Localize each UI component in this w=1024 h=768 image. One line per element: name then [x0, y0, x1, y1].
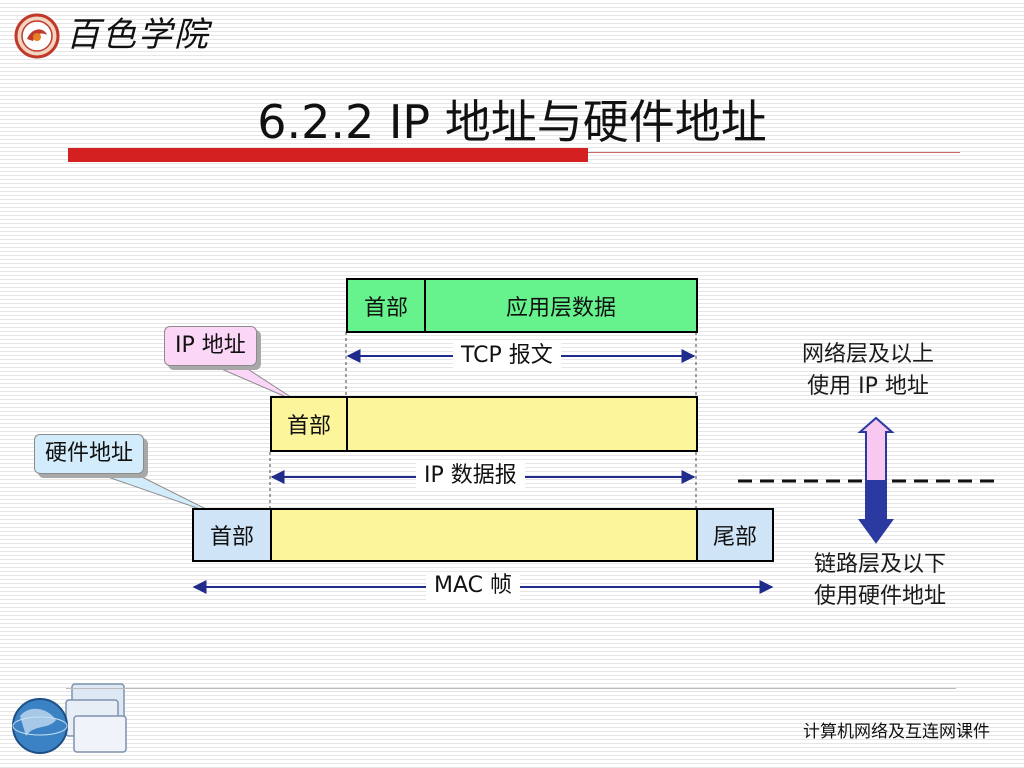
- link-layer-note-line1: 链路层及以下: [813, 552, 946, 577]
- title-underline: [588, 152, 960, 153]
- title-accent-bar: [68, 148, 588, 162]
- ip-payload-cell: [346, 396, 698, 452]
- ip-address-callout: IP 地址: [164, 326, 257, 366]
- footer-course-title: 计算机网络及互连网课件: [803, 722, 990, 742]
- mac-frame-label: MAC 帧: [426, 572, 520, 600]
- application-data-cell: 应用层数据: [424, 278, 698, 333]
- mac-header-cell: 首部: [192, 508, 272, 562]
- mac-payload-cell: [270, 508, 698, 562]
- ip-datagram-label: IP 数据报: [416, 462, 525, 490]
- tcp-header-cell: 首部: [346, 278, 426, 333]
- down-arrow-icon: [858, 480, 894, 544]
- globe-windows-clipart-icon: [12, 683, 127, 754]
- footer-divider: [66, 688, 956, 689]
- network-layer-note-line2: 使用 IP 地址: [807, 374, 929, 399]
- college-name-logo: 百色学院: [66, 15, 210, 55]
- hardware-address-callout: 硬件地址: [34, 434, 145, 474]
- network-layer-note-line1: 网络层及以上: [801, 342, 934, 367]
- college-seal-logo-icon: [14, 13, 60, 59]
- page-title: 6.2.2 IP 地址与硬件地址: [257, 95, 767, 149]
- tcp-segment-label: TCP 报文: [453, 342, 561, 370]
- mac-trailer-cell: 尾部: [696, 508, 774, 562]
- link-layer-note-line2: 使用硬件地址: [813, 584, 946, 609]
- hw-callout-pointer: [104, 475, 221, 517]
- up-arrow-icon: [857, 416, 895, 483]
- ip-header-cell: 首部: [270, 396, 348, 452]
